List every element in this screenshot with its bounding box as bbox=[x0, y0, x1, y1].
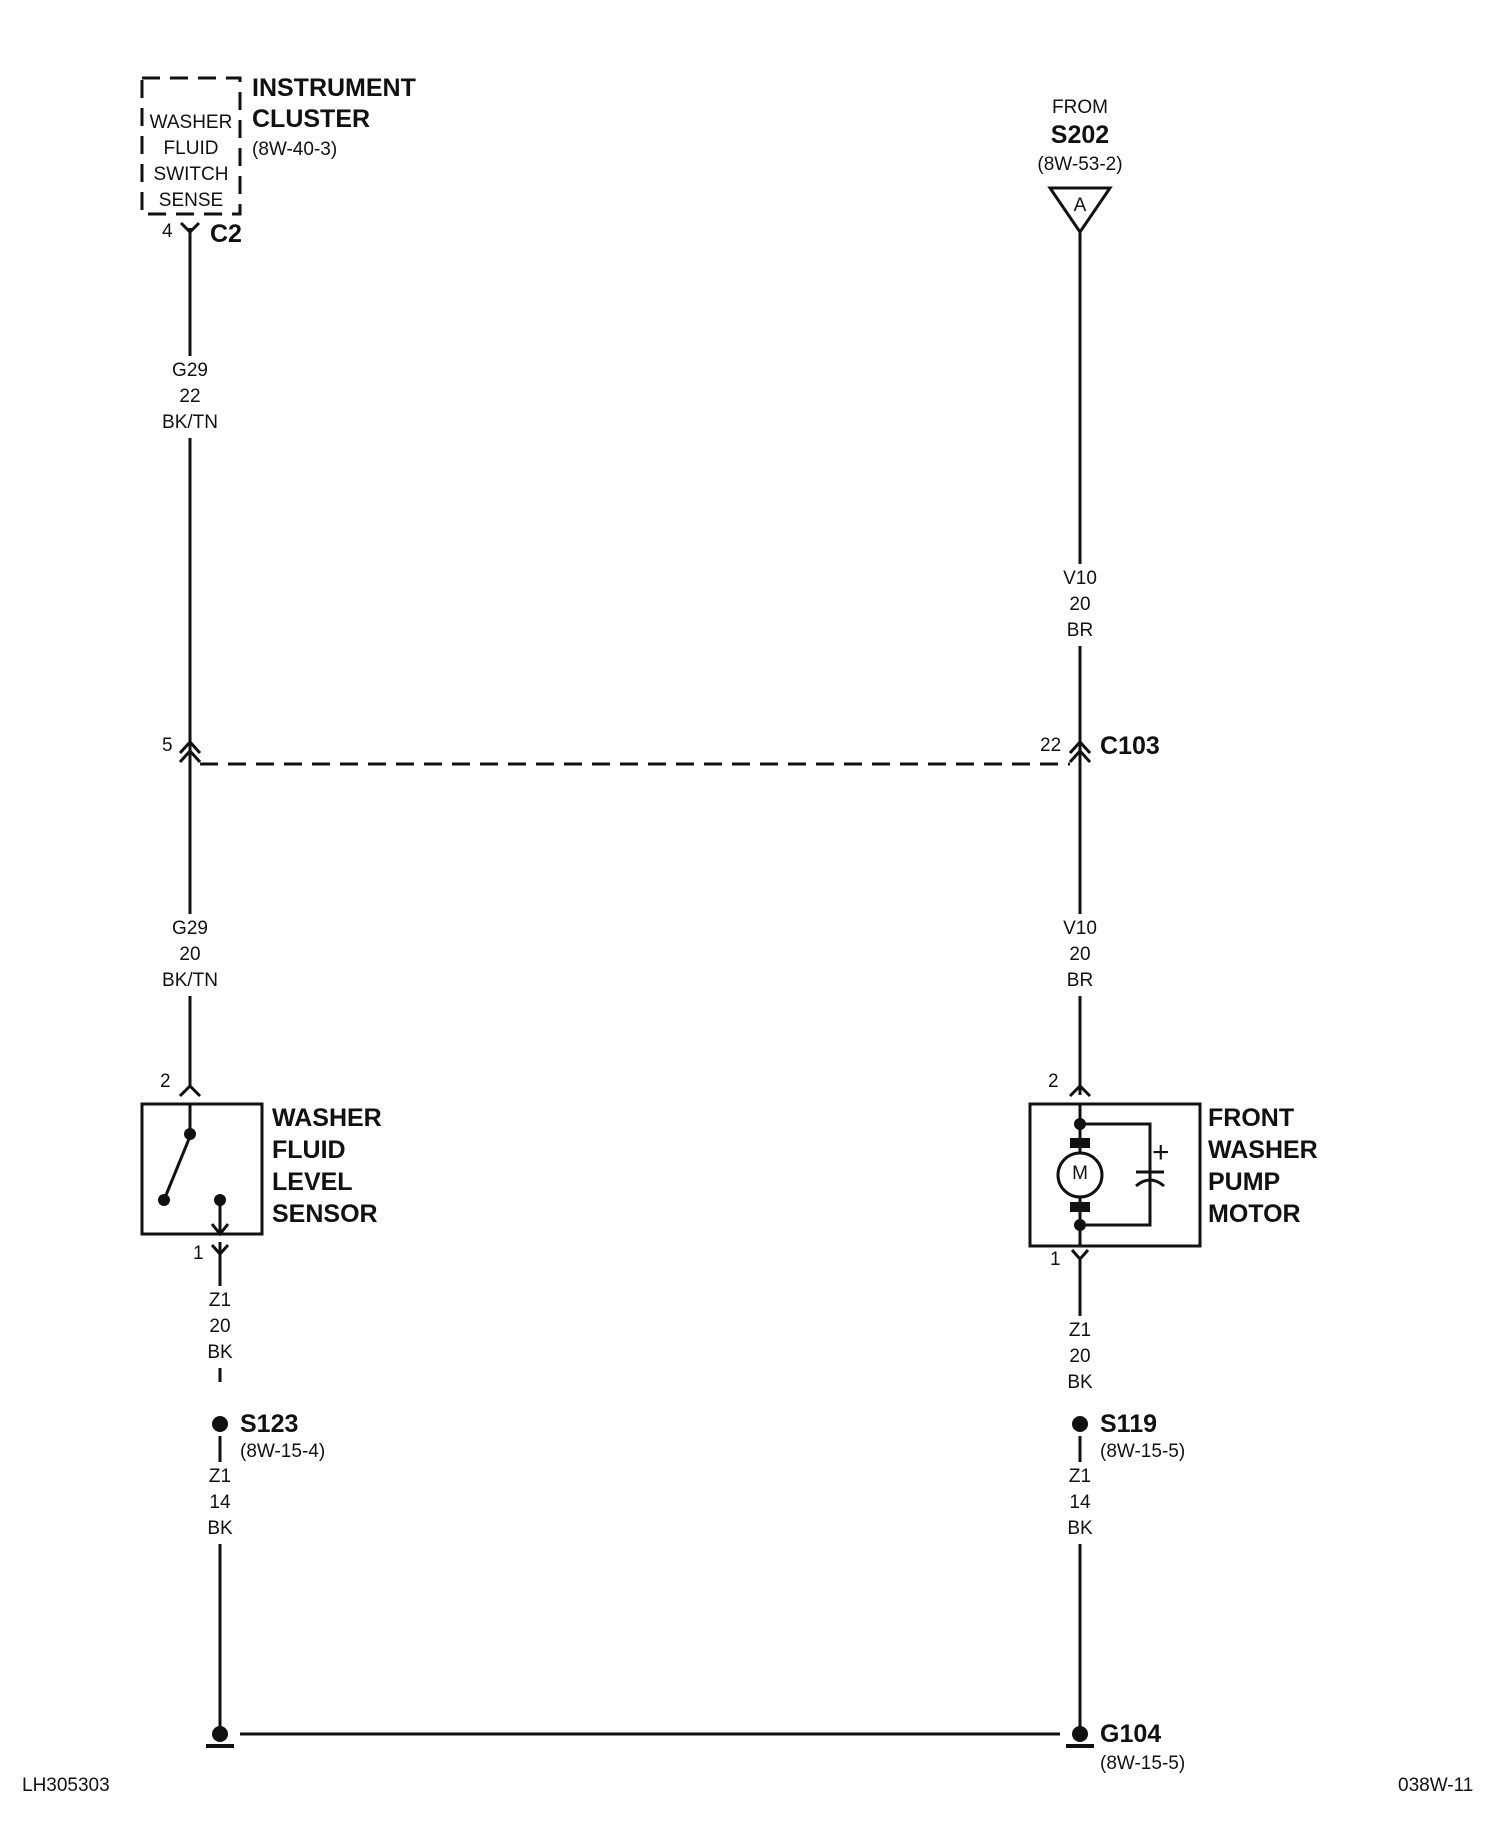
circuit-id: V10 bbox=[1063, 918, 1097, 939]
motor-circle bbox=[1056, 1151, 1104, 1199]
label-line: WASHER bbox=[272, 1104, 382, 1132]
label-line: LEVEL bbox=[272, 1168, 353, 1196]
circuit-id: G29 bbox=[172, 360, 208, 381]
capacitor-loop bbox=[1080, 1122, 1152, 1227]
level-sensor-label: WASHER FLUID LEVEL SENSOR bbox=[272, 1102, 382, 1230]
pump-motor-label: FRONT WASHER PUMP MOTOR bbox=[1208, 1102, 1318, 1230]
wire-gauge: 20 bbox=[179, 944, 201, 965]
wire-gauge: 20 bbox=[1069, 594, 1091, 615]
label-line: FLUID bbox=[272, 1136, 346, 1164]
wire-color: BK bbox=[207, 1342, 233, 1363]
circuit-id: V10 bbox=[1063, 568, 1097, 589]
wire-color: BK bbox=[1067, 1372, 1093, 1393]
from-splice-name: S202 bbox=[1050, 121, 1110, 149]
wire-label-g29-lower: G29 20 BK/TN bbox=[162, 914, 218, 996]
label-line: FRONT bbox=[1208, 1104, 1295, 1132]
instrument-cluster-title: INSTRUMENT bbox=[252, 74, 416, 102]
instrument-cluster-box bbox=[140, 76, 242, 216]
motor-m-symbol: M bbox=[1072, 1163, 1088, 1184]
splice-s119-ref: (8W-15-5) bbox=[1100, 1441, 1186, 1462]
label-line: WASHER bbox=[1208, 1136, 1318, 1164]
splice-s123-ref: (8W-15-4) bbox=[240, 1441, 326, 1462]
sensor-pin2-symbol bbox=[178, 1083, 202, 1098]
wire-label-z1-left-lower: Z1 14 BK bbox=[207, 1462, 233, 1544]
wire-label-z1-right-lower: Z1 14 BK bbox=[1067, 1462, 1093, 1544]
splice-s123-name: S123 bbox=[240, 1410, 299, 1438]
wire-gauge: 20 bbox=[1069, 1346, 1091, 1367]
c103-left-symbol-b bbox=[178, 748, 202, 764]
wire-gauge: 20 bbox=[1069, 944, 1091, 965]
label-line: SWITCH bbox=[153, 164, 229, 185]
c103-left-pin: 5 bbox=[162, 735, 173, 756]
c2-connector-name: C2 bbox=[210, 220, 242, 248]
c2-connector-symbol bbox=[179, 221, 201, 235]
label-line: WASHER bbox=[149, 112, 233, 133]
wire-label-g29-upper: G29 22 BK/TN bbox=[162, 356, 218, 438]
splice-s119-name: S119 bbox=[1100, 1410, 1158, 1438]
wire-color: BK/TN bbox=[162, 412, 218, 433]
c103-left-symbol-a bbox=[178, 739, 202, 755]
circuit-id: Z1 bbox=[1068, 1466, 1092, 1487]
wire-label-v10-upper: V10 20 BR bbox=[1063, 564, 1097, 646]
from-label: FROM bbox=[1052, 97, 1108, 118]
circuit-id: G29 bbox=[172, 918, 208, 939]
sensor-pin1-symbol bbox=[210, 1244, 230, 1257]
c2-pin: 4 bbox=[162, 221, 173, 242]
splice-s119-dot bbox=[1072, 1416, 1088, 1432]
wire-gauge: 20 bbox=[209, 1316, 231, 1337]
from-splice-ref: (8W-53-2) bbox=[1037, 154, 1123, 175]
page-code-right: 038W-11 bbox=[1398, 1775, 1474, 1796]
pump-pin1-symbol bbox=[1070, 1249, 1090, 1262]
wire-label-v10-lower: V10 20 BR bbox=[1063, 914, 1097, 996]
splice-s123-dot bbox=[212, 1416, 228, 1432]
wire-color: BK bbox=[207, 1518, 233, 1539]
c103-connector-name: C103 bbox=[1100, 732, 1160, 760]
level-sensor-box bbox=[140, 1102, 264, 1236]
wire-gauge: 14 bbox=[209, 1492, 231, 1513]
circuit-id: Z1 bbox=[208, 1466, 232, 1487]
ground-ref: (8W-15-5) bbox=[1100, 1753, 1186, 1774]
sensor-pin-bottom: 1 bbox=[193, 1243, 204, 1264]
wire-label-z1-left-upper: Z1 20 BK bbox=[207, 1286, 233, 1368]
wire-gauge: 22 bbox=[179, 386, 201, 407]
pump-pin-top: 2 bbox=[1048, 1071, 1059, 1092]
wire-color: BR bbox=[1066, 620, 1094, 641]
wire-color: BK bbox=[1067, 1518, 1093, 1539]
pump-pin2-symbol bbox=[1068, 1083, 1092, 1098]
splice-a-marker: A bbox=[1073, 195, 1087, 216]
sensor-pin-top: 2 bbox=[160, 1071, 171, 1092]
c103-right-pin: 22 bbox=[1040, 735, 1062, 756]
wire-label-z1-right-upper: Z1 20 BK bbox=[1067, 1316, 1093, 1398]
capacitor-plus-symbol: + bbox=[1152, 1136, 1170, 1169]
circuit-id: Z1 bbox=[208, 1290, 232, 1311]
wire-color: BR bbox=[1066, 970, 1094, 991]
switch-blade bbox=[162, 1133, 193, 1201]
ground-name: G104 bbox=[1100, 1720, 1162, 1748]
instrument-cluster-ref: (8W-40-3) bbox=[252, 139, 338, 160]
label-line: SENSE bbox=[158, 190, 224, 211]
circuit-id: Z1 bbox=[1068, 1320, 1092, 1341]
instrument-cluster-title-2: CLUSTER bbox=[252, 105, 371, 133]
label-line: SENSOR bbox=[272, 1200, 378, 1228]
label-line: FLUID bbox=[163, 138, 219, 159]
label-line: MOTOR bbox=[1208, 1200, 1301, 1228]
pump-pin-bottom: 1 bbox=[1050, 1249, 1061, 1270]
pump-motor-box bbox=[1028, 1102, 1202, 1248]
figure-code-left: LH305303 bbox=[22, 1775, 110, 1796]
splice-a-triangle bbox=[1047, 186, 1113, 235]
instrument-cluster-internal-label: WASHER FLUID SWITCH SENSE bbox=[142, 110, 240, 214]
wire-color: BK/TN bbox=[162, 970, 218, 991]
c103-right-symbol-b bbox=[1068, 748, 1092, 764]
label-line: PUMP bbox=[1208, 1168, 1281, 1196]
c103-right-symbol-a bbox=[1068, 739, 1092, 755]
wire-gauge: 14 bbox=[1069, 1492, 1091, 1513]
